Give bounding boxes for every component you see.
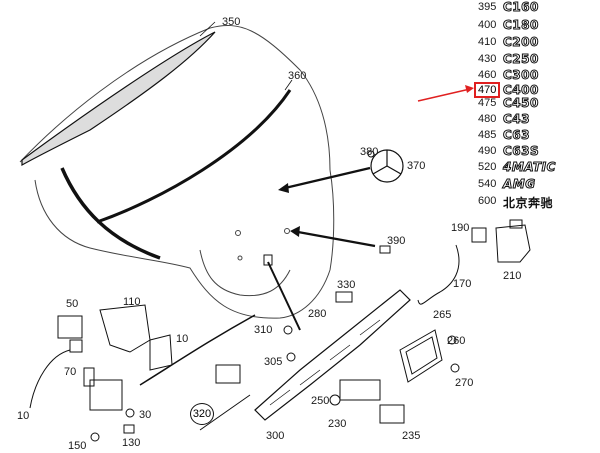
callout-230: 230 <box>328 418 347 430</box>
callout-190: 190 <box>451 222 470 234</box>
badge-code: 410 <box>478 36 497 48</box>
reservoir-210 <box>495 219 531 263</box>
lock-parts <box>57 304 173 411</box>
badge-text: C200 <box>503 35 539 50</box>
badge-text: C63S <box>502 144 540 159</box>
callout-50: 50 <box>66 298 79 310</box>
callout-320-circled: 320 <box>190 403 214 425</box>
badge-text: C63 <box>502 128 531 143</box>
callout-170: 170 <box>453 278 472 290</box>
callout-265: 265 <box>433 309 452 321</box>
trunk-lid <box>19 24 335 319</box>
callout-250: 250 <box>311 395 330 407</box>
callout-350: 350 <box>222 16 241 28</box>
badge-code: 475 <box>478 97 497 109</box>
callout-270: 270 <box>455 377 474 389</box>
badge-code: 520 <box>478 161 497 173</box>
callout-300: 300 <box>266 430 285 442</box>
seal-360 <box>96 89 292 224</box>
badge-text: C250 <box>503 52 539 67</box>
badge-code: 430 <box>478 53 497 65</box>
callout-260: 260 <box>447 335 466 347</box>
highlighted-badge-code: 470 <box>474 82 501 98</box>
badge-code: 540 <box>478 178 497 190</box>
callout-10-upper: 10 <box>176 333 189 345</box>
badge-text: C43 <box>502 112 531 127</box>
badge-code: 480 <box>478 113 497 125</box>
badge-code: 485 <box>478 129 497 141</box>
trim-bar-300 <box>254 289 411 421</box>
callout-70: 70 <box>64 366 77 378</box>
callout-150: 150 <box>68 440 87 452</box>
badge-text: C300 <box>503 68 539 83</box>
badge-text: AMG <box>503 177 536 192</box>
badge-code: 395 <box>478 1 497 13</box>
badge-code: 600 <box>478 195 497 207</box>
callout-380: 380 <box>360 146 379 158</box>
badge-code: 490 <box>478 145 497 157</box>
badge-text: 北京奔驰 <box>503 196 554 210</box>
badge-code: 460 <box>478 69 497 81</box>
callout-390: 390 <box>387 235 406 247</box>
badge-text: C180 <box>503 18 539 33</box>
spoiler-350 <box>21 31 216 167</box>
badge-text: C450 <box>503 96 539 111</box>
badge-text: C160 <box>503 0 539 15</box>
callout-110: 110 <box>123 296 141 308</box>
callout-130: 130 <box>122 437 141 449</box>
star-emblem-370 <box>370 149 404 183</box>
callout-10-lower: 10 <box>17 410 30 422</box>
callout-360: 360 <box>288 70 307 82</box>
badge-code: 400 <box>478 19 497 31</box>
callout-235: 235 <box>402 430 421 442</box>
callout-305: 305 <box>264 356 283 368</box>
plate-265 <box>399 329 443 383</box>
callout-330: 330 <box>337 279 356 291</box>
badge-text: C400 <box>503 83 539 98</box>
callout-280: 280 <box>308 308 327 320</box>
callout-210: 210 <box>503 270 522 282</box>
callout-370: 370 <box>407 160 426 172</box>
callout-310: 310 <box>254 324 273 336</box>
badge-text: 4MATIC <box>503 160 556 175</box>
callout-30: 30 <box>139 409 152 421</box>
